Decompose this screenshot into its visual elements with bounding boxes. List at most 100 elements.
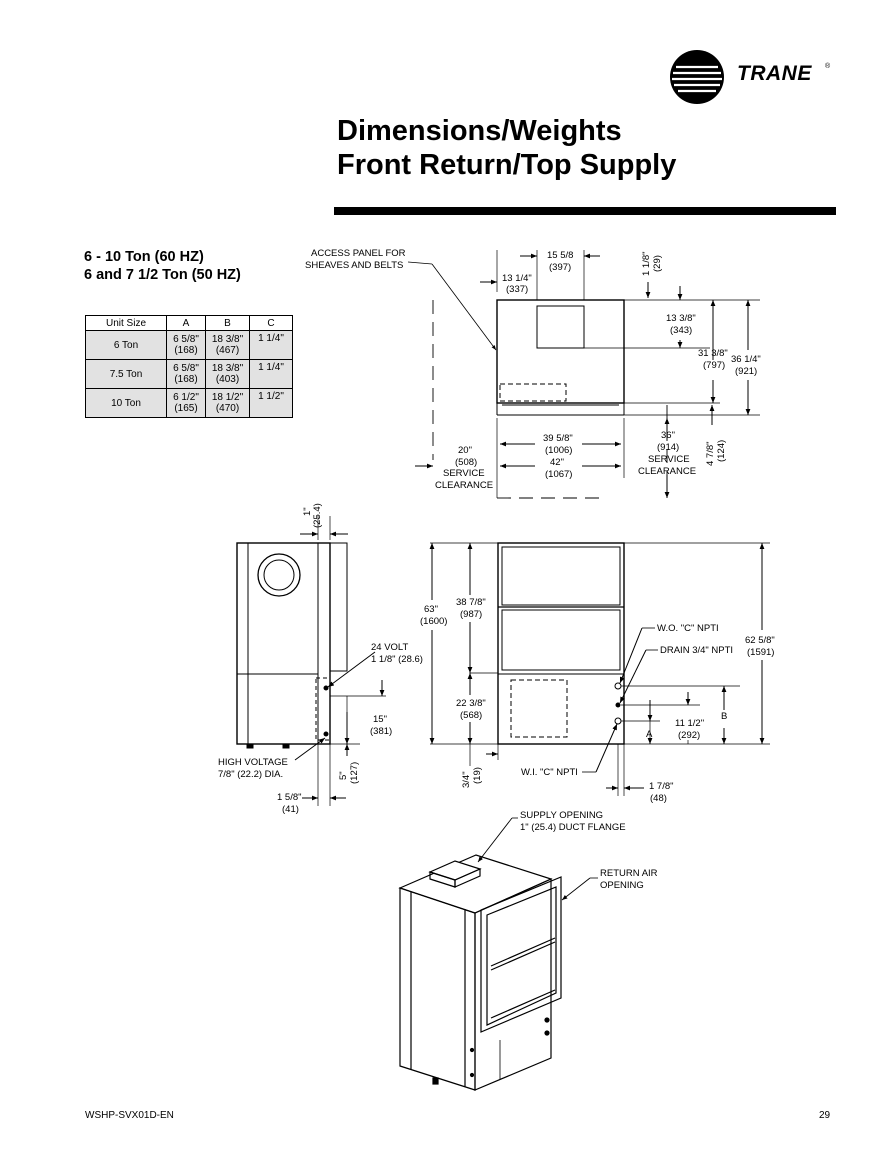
front-dim-38-mm: (987) (460, 609, 482, 620)
front-dim-a: A (646, 729, 653, 740)
iso-return-label-2: OPENING (600, 880, 644, 891)
front-dim-11-mm: (292) (678, 730, 700, 741)
top-dim-4-mm: (124) (716, 440, 727, 462)
table-cell-b: 18 3/8"(403) (205, 359, 250, 389)
side-dim-1-mm: (25.4) (312, 503, 323, 528)
top-dim-15-mm: (397) (549, 262, 571, 273)
front-dim-62: 62 5/8" (745, 635, 775, 646)
table-row: 10 Ton 6 1/2"(165) 18 1/2"(470) 1 1/2" (85, 388, 293, 418)
cell-inch: 6 5/8" (173, 334, 199, 345)
side-dim-158-mm: (41) (282, 804, 299, 815)
top-dim-13a: 13 1/4" (502, 273, 532, 284)
front-wi-label: W.I. "C" NPTI (521, 767, 578, 778)
iso-supply-dim: 1" (25.4) DUCT FLANGE (520, 822, 626, 833)
table-cell-unit: 6 Ton (85, 330, 167, 360)
top-dim-20-mm: (508) (455, 457, 477, 468)
table-cell-b: 18 1/2"(470) (205, 388, 250, 418)
table-row: 6 Ton 6 5/8"(168) 18 3/8"(467) 1 1/4" (85, 330, 293, 360)
table-row: 7.5 Ton 6 5/8"(168) 18 3/8"(403) 1 1/4" (85, 359, 293, 389)
top-dim-20: 20" (458, 445, 472, 456)
page-title: Dimensions/Weights Front Return/Top Supp… (337, 114, 676, 182)
side-dim-5-mm: (127) (349, 762, 360, 784)
side-24volt-label: 24 VOLT (371, 642, 409, 653)
page-title-line-2: Front Return/Top Supply (337, 149, 677, 181)
side-view-drawing (236, 516, 386, 806)
top-dim-20-clearance: CLEARANCE (435, 480, 493, 491)
top-dim-36b-mm: (914) (657, 442, 679, 453)
table-cell-a: 6 5/8"(168) (166, 330, 206, 360)
front-dim-b: B (721, 711, 727, 722)
front-wo-label: W.O. "C" NPTI (657, 623, 719, 634)
side-dim-5: 5" (338, 771, 349, 780)
front-dim-178-mm: (48) (650, 793, 667, 804)
front-dim-63: 63" (424, 604, 438, 615)
unit-dimension-table: Unit Size A B C 6 Ton 6 5/8"(168) 18 3/8… (85, 315, 293, 418)
top-dim-31-mm: (797) (703, 360, 725, 371)
brand-name: TRANE (737, 62, 812, 85)
top-dim-1-mm: (29) (652, 255, 663, 272)
cell-mm: (403) (215, 374, 240, 385)
table-cell-unit: 10 Ton (85, 388, 167, 418)
isometric-view-drawing (398, 817, 598, 1091)
trane-logo-icon (670, 50, 724, 104)
front-dim-11: 11 1/2" (675, 718, 704, 729)
side-high-voltage-dim: 7/8" (22.2) DIA. (218, 769, 283, 780)
page-title-line-1: Dimensions/Weights (337, 115, 622, 147)
top-dim-36b: 36" (661, 430, 675, 441)
cell-inch: 6 5/8" (173, 363, 199, 374)
top-dim-36b-service: SERVICE (648, 454, 690, 465)
side-dim-15: 15" (373, 714, 387, 725)
top-dim-36a: 36 1/4" (731, 354, 761, 365)
section-heading-line-2: 6 and 7 1/2 Ton (50 HZ) (84, 267, 241, 283)
top-dim-39: 39 5/8" (543, 433, 573, 444)
footer-page-number: 29 (819, 1110, 831, 1121)
top-dim-31: 31 3/8" (698, 348, 728, 359)
side-high-voltage-label: HIGH VOLTAGE (218, 757, 288, 768)
side-dim-1: 1" (302, 507, 313, 516)
front-dim-178: 1 7/8" (649, 781, 674, 792)
front-dim-34: 3/4" (461, 771, 472, 788)
front-dim-22-mm: (568) (460, 710, 482, 721)
top-view-drawing (407, 250, 760, 499)
front-dim-38: 38 7/8" (456, 597, 486, 608)
top-dim-20-service: SERVICE (443, 468, 485, 479)
table-cell-a: 6 5/8"(168) (166, 359, 206, 389)
top-access-panel-line-1: ACCESS PANEL FOR (311, 248, 406, 259)
table-cell-c: 1 1/2" (249, 388, 293, 418)
cell-inch: 18 3/8" (211, 363, 244, 374)
front-view-drawing (429, 542, 770, 796)
cell-mm: (168) (174, 374, 198, 385)
column-header: C (249, 315, 293, 331)
cell-inch: 18 3/8" (211, 334, 244, 345)
top-dim-42-mm: (1067) (545, 469, 572, 480)
front-drain-label: DRAIN 3/4" NPTI (660, 645, 733, 656)
top-access-panel-line-2: SHEAVES AND BELTS (305, 260, 403, 271)
cell-mm: (165) (174, 403, 198, 414)
cell-inch: 6 1/2" (173, 392, 199, 403)
side-dim-15-mm: (381) (370, 726, 392, 737)
top-dim-4: 4 7/8" (705, 441, 716, 466)
top-dim-13b: 13 3/8" (666, 313, 696, 324)
section-heading-line-1: 6 - 10 Ton (60 HZ) (84, 249, 204, 265)
cell-mm: (470) (215, 403, 240, 414)
top-dim-13a-mm: (337) (506, 284, 528, 295)
top-dim-15: 15 5/8 (547, 250, 573, 261)
title-rule (334, 207, 836, 215)
side-24volt-dim: 1 1/8" (28.6) (371, 654, 423, 665)
top-dim-36a-mm: (921) (735, 366, 757, 377)
cell-mm: (467) (215, 345, 240, 356)
top-dim-13b-mm: (343) (670, 325, 692, 336)
iso-return-label: RETURN AIR (600, 868, 658, 879)
front-dim-63-mm: (1600) (420, 616, 447, 627)
table-cell-c: 1 1/4" (249, 330, 293, 360)
section-heading: 6 - 10 Ton (60 HZ) 6 and 7 1/2 Ton (50 H… (84, 248, 241, 284)
iso-supply-label: SUPPLY OPENING (520, 810, 603, 821)
footer-document-id: WSHP-SVX01D-EN (85, 1110, 174, 1121)
top-dim-1: 1 1/8" (641, 251, 652, 276)
table-cell-unit: 7.5 Ton (85, 359, 167, 389)
side-dim-158: 1 5/8" (277, 792, 302, 803)
table-cell-a: 6 1/2"(165) (166, 388, 206, 418)
table-header-row: Unit Size A B C (85, 315, 293, 331)
top-dim-36b-clearance: CLEARANCE (638, 466, 696, 477)
